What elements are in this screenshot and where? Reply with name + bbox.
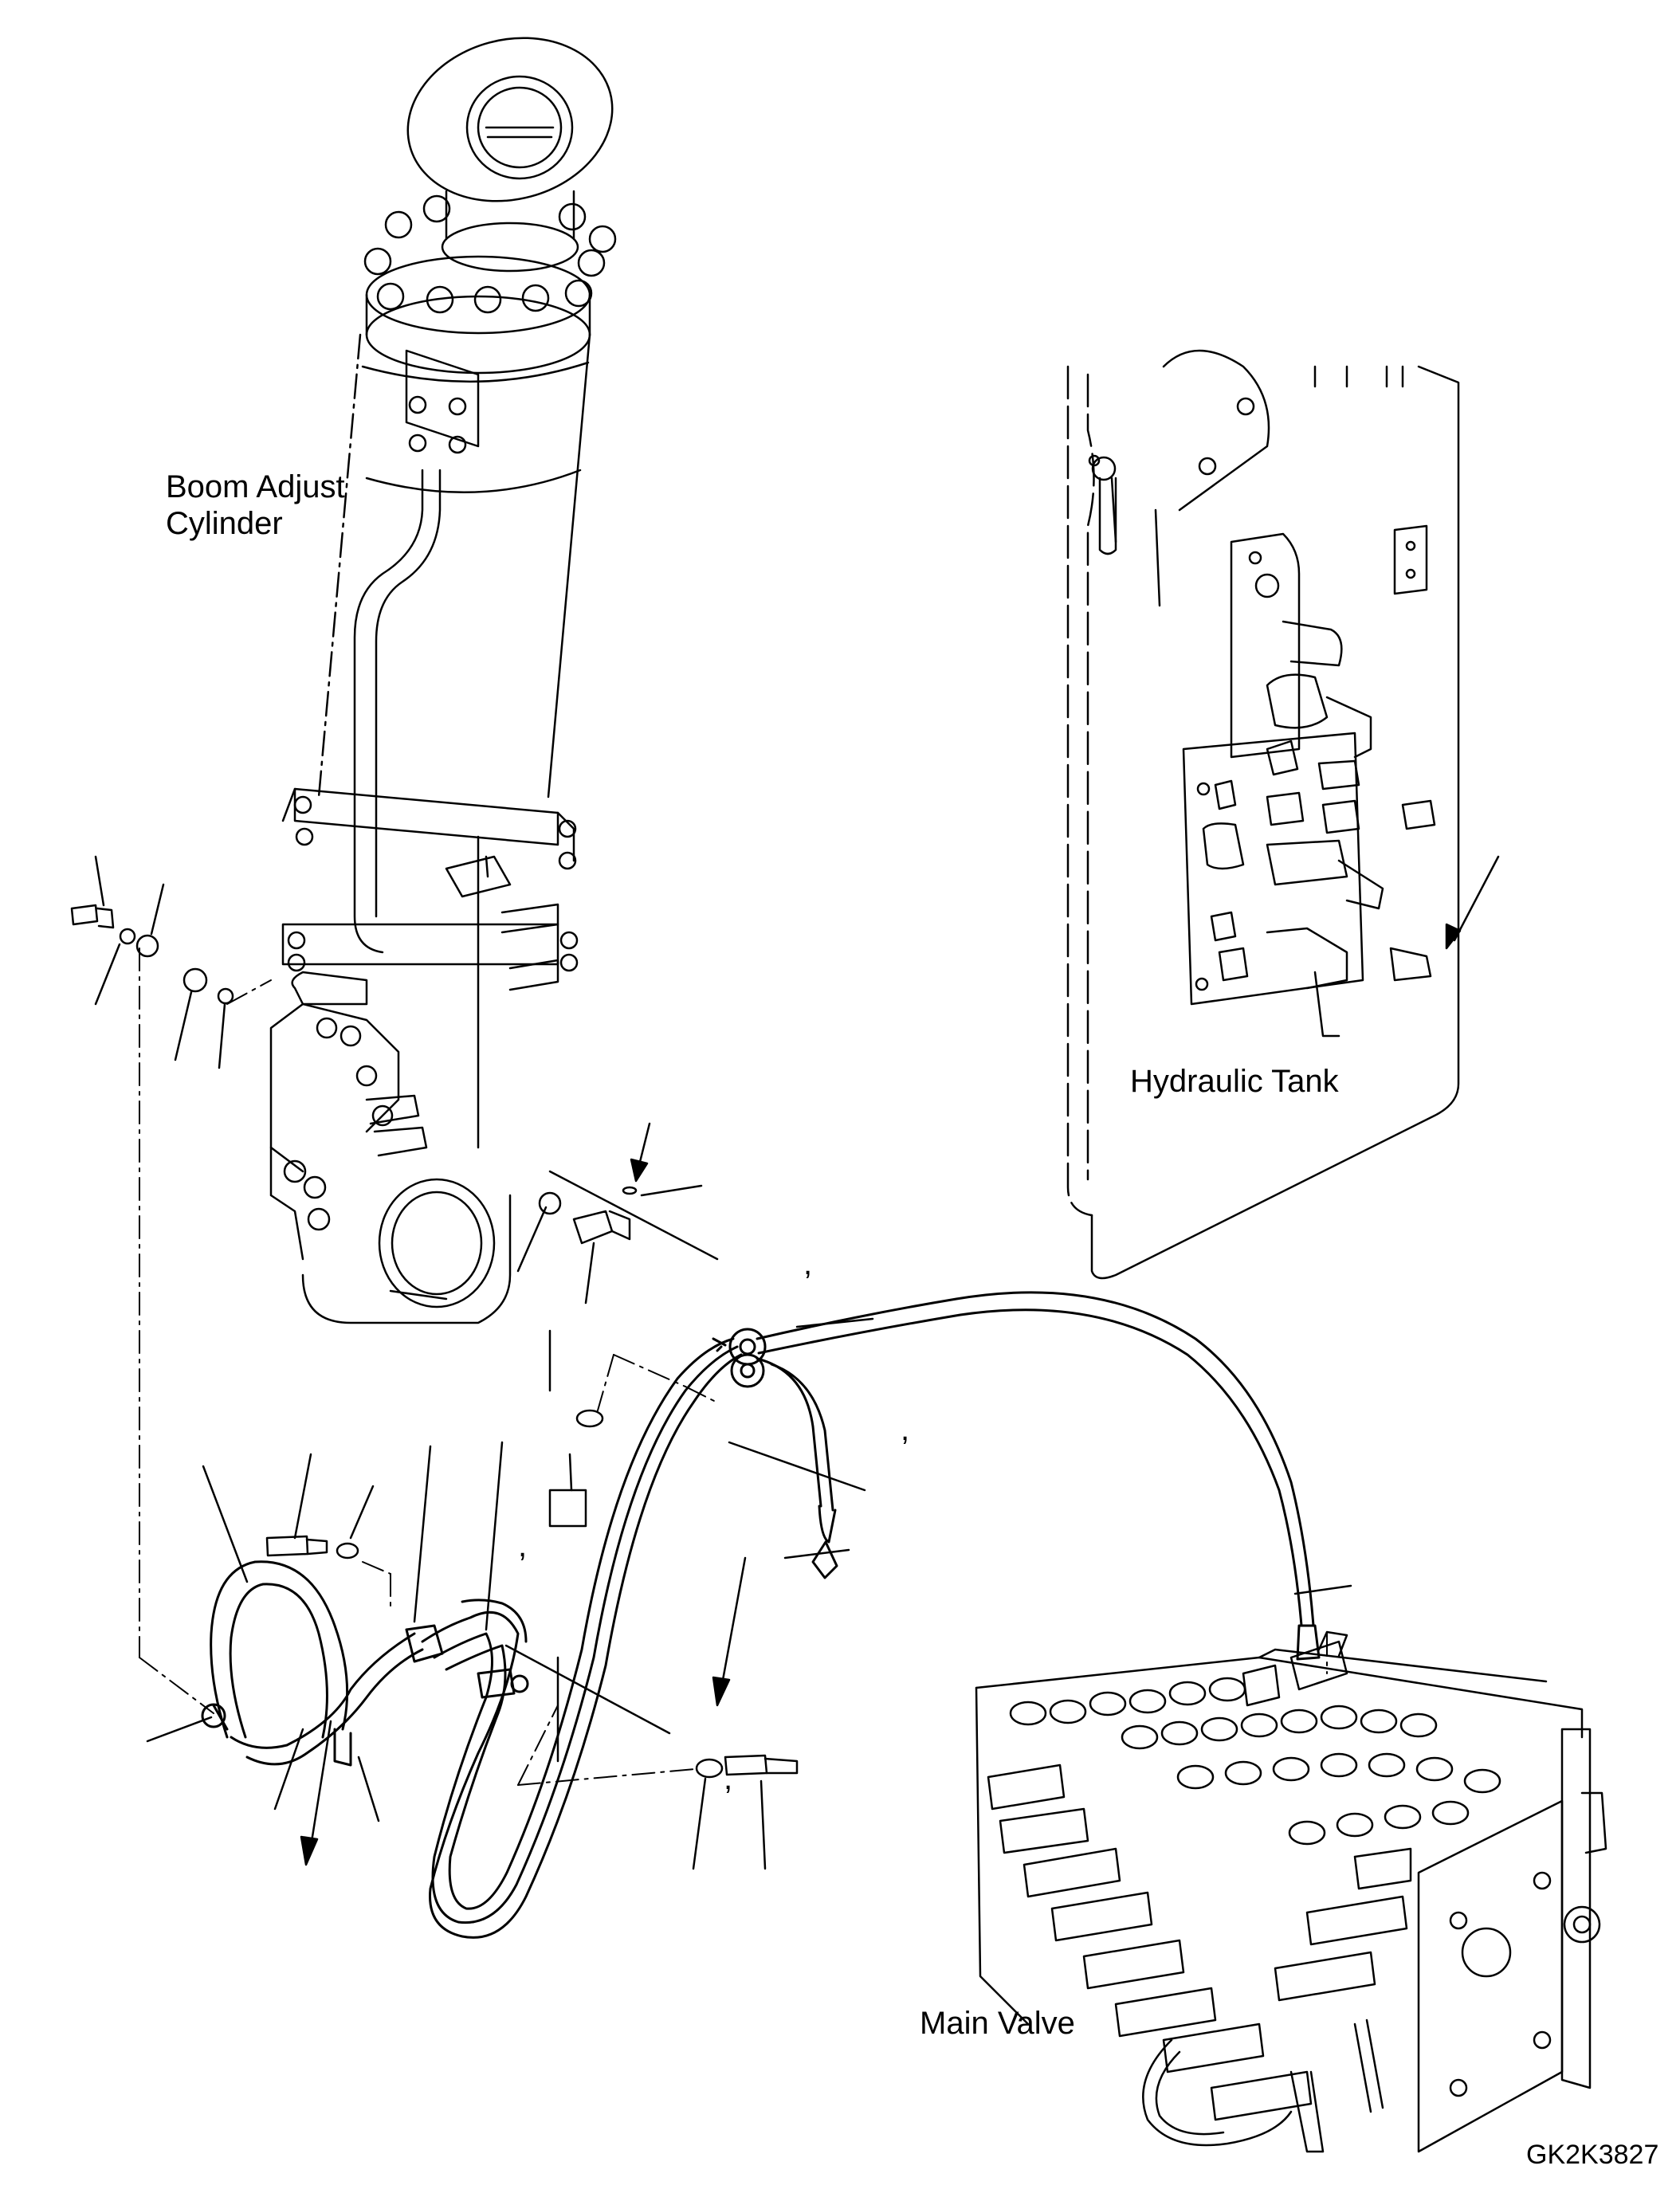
hydraulic-tank-label: Hydraulic Tank — [1130, 1064, 1339, 1099]
leader-lines — [96, 857, 1351, 1869]
main-valve — [976, 1632, 1606, 2152]
main-valve-label: Main Valve — [920, 2006, 1075, 2041]
hydraulic-tank — [1068, 351, 1458, 1278]
mark-4: , — [724, 1761, 733, 1796]
mark-2: , — [901, 1412, 910, 1447]
mark-3: , — [518, 1528, 528, 1563]
centre-lines — [139, 948, 1327, 1785]
loose-fittings — [72, 905, 797, 1777]
hose-assembly — [202, 1293, 1319, 1938]
flow-arrows — [301, 857, 1498, 1865]
valve-spools — [988, 1642, 1411, 2120]
valve-ports — [1011, 1678, 1500, 1844]
flange-bolts — [365, 196, 615, 312]
boom-adjust-cylinder-label: Boom Adjust Cylinder — [166, 469, 345, 541]
boom-adjust-cylinder — [271, 16, 630, 1323]
drawing-code: GK2K3827 — [1526, 2140, 1659, 2170]
mark-1: , — [803, 1246, 813, 1281]
